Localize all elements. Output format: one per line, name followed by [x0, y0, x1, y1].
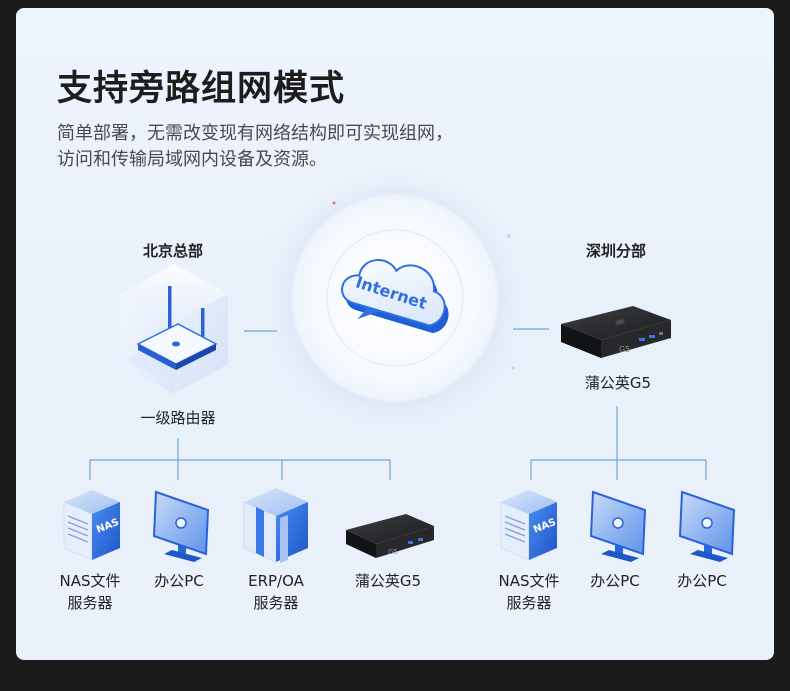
description-line-2: 访问和传输局域网内设备及资源。	[57, 149, 327, 170]
branch-nas-server-icon: NAS	[500, 490, 558, 561]
hq-device-label-nas: NAS文件 服务器	[59, 572, 121, 612]
branch-device-label-nas: NAS文件 服务器	[498, 572, 560, 612]
feature-card: 支持旁路组网模式 简单部署，无需改变现有网络结构即可实现组网， 访问和传输局域网…	[16, 8, 774, 660]
page-title: 支持旁路组网模式	[57, 69, 346, 109]
internet-cloud-icon: Internet	[341, 259, 449, 334]
branch-office-pc-icon-1	[589, 490, 647, 562]
nas-server-icon: NAS	[63, 490, 121, 561]
g5-mark: G5	[619, 345, 630, 354]
branch-title: 深圳分部	[586, 242, 647, 260]
description: 简单部署，无需改变现有网络结构即可实现组网， 访问和传输局域网内设备及资源。	[57, 121, 453, 173]
office-pc-icon	[152, 490, 210, 562]
internet-rings	[291, 194, 515, 402]
g5-device-icon: G5	[346, 514, 434, 558]
connectors	[89, 328, 707, 480]
router-label: 一级路由器	[140, 409, 216, 427]
hq-device-label-erp: ERP/OA 服务器	[248, 572, 304, 612]
branch-device-label-pc-2: 办公PC	[677, 572, 727, 590]
network-diagram: Internet	[63, 194, 736, 563]
g5-mark-small: G5	[388, 548, 398, 556]
erp-oa-server-icon	[243, 488, 308, 563]
description-line-1: 简单部署，无需改变现有网络结构即可实现组网，	[57, 123, 453, 144]
branch-device-label-pc-1: 办公PC	[590, 572, 640, 590]
hq-device-label-g5: 蒲公英G5	[354, 572, 422, 590]
hq-title: 北京总部	[143, 242, 204, 260]
g5-gateway-icon: G5	[561, 306, 671, 358]
router-icon	[120, 264, 228, 394]
branch-gateway-label: 蒲公英G5	[584, 374, 652, 392]
branch-office-pc-icon-2	[678, 490, 736, 562]
hq-device-label-pc: 办公PC	[154, 572, 204, 590]
